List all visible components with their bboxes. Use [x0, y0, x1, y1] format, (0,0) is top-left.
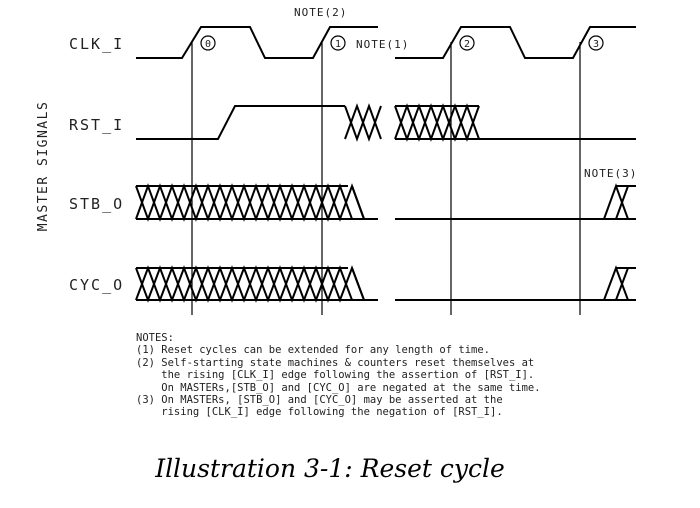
illustration-caption: Illustration 3-1: Reset cycle	[155, 454, 505, 483]
edge-reference-lines	[191, 42, 581, 315]
note-line-6: rising [CLK_I] edge following the negati…	[136, 406, 503, 419]
notes-header: NOTES:	[136, 332, 174, 344]
edge-marker-0: 0	[205, 39, 211, 50]
clk-waveform	[136, 26, 636, 59]
note-line-4: On MASTERs,[STB_O] and [CYC_O] are negat…	[136, 381, 541, 394]
note-line-1: (1) Reset cycles can be extended for any…	[136, 344, 491, 357]
master-signals-label: MASTER SIGNALS	[36, 101, 51, 232]
signal-label-stb: STB_O	[69, 195, 124, 213]
edge-marker-circles	[200, 35, 604, 51]
edge-marker-3: 3	[593, 39, 599, 50]
notes-block: NOTES: (1) Reset cycles can be extended …	[136, 332, 541, 419]
signal-label-rst: RST_I	[69, 116, 124, 134]
note-line-2: (2) Self-starting state machines & count…	[136, 356, 535, 369]
note-ref-3: NOTE(3)	[584, 167, 637, 180]
cyc-waveform	[135, 265, 636, 303]
edge-marker-1: 1	[335, 39, 341, 50]
note-ref-1: NOTE(1)	[356, 38, 409, 51]
signal-label-clk: CLK_I	[69, 35, 124, 53]
edge-marker-2: 2	[464, 39, 470, 50]
signal-label-cyc: CYC_O	[69, 276, 124, 294]
stb-waveform	[135, 183, 636, 222]
note-line-5: (3) On MASTERs, [STB_O] and [CYC_O] may …	[136, 394, 503, 407]
rst-waveform	[136, 103, 636, 142]
note-ref-2: NOTE(2)	[294, 6, 347, 19]
note-line-3: the rising [CLK_I] edge following the as…	[136, 369, 535, 382]
